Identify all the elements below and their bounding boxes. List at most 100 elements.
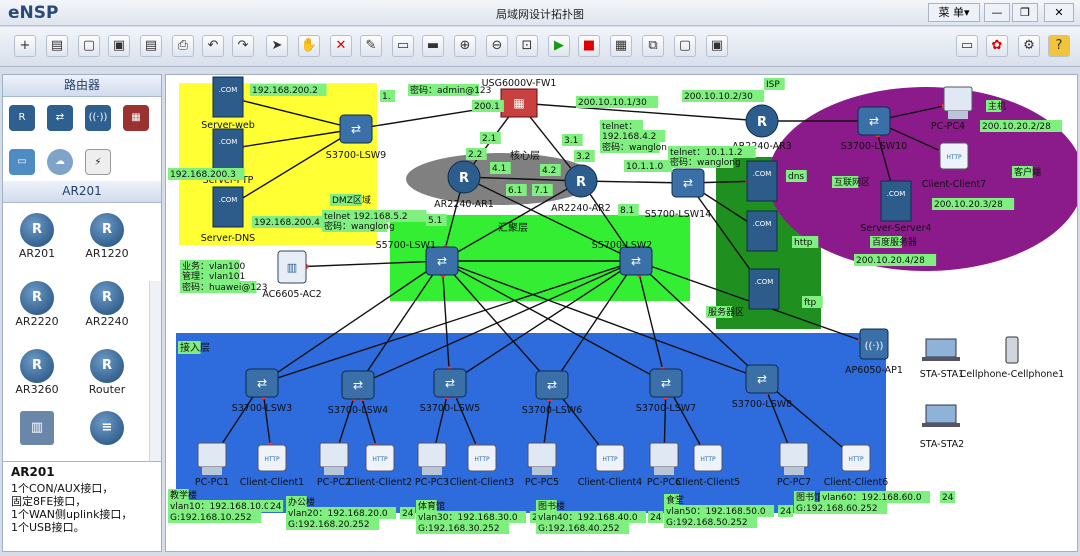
- firewall-category-icon[interactable]: ▦: [123, 105, 149, 131]
- pc-pc1-icon[interactable]: PC-PC1: [195, 442, 229, 488]
- text-icon[interactable]: ▭: [392, 35, 414, 57]
- switch-lsw8-icon[interactable]: ⇄S3700-LSW8: [732, 364, 792, 410]
- link[interactable]: [227, 96, 357, 130]
- link[interactable]: [635, 260, 763, 380]
- cloud-category-icon[interactable]: ☁: [47, 149, 73, 175]
- pc-pc5-icon[interactable]: PC-PC5: [525, 442, 559, 488]
- help-icon[interactable]: ?: [1048, 35, 1070, 57]
- switch-lsw6-icon[interactable]: ⇄S3700-LSW6: [522, 370, 582, 416]
- new-topology-icon[interactable]: +: [14, 35, 36, 57]
- screenshot-icon[interactable]: ▣: [706, 35, 728, 57]
- access-point-icon[interactable]: ((·))AP6050-AP1: [845, 328, 903, 376]
- link[interactable]: [761, 378, 857, 460]
- link[interactable]: [441, 260, 451, 384]
- terminal-category-icon[interactable]: ▭: [9, 149, 35, 175]
- redo-icon[interactable]: ↷: [232, 35, 254, 57]
- link[interactable]: [291, 260, 443, 268]
- menu-button[interactable]: 菜 单▾: [928, 3, 980, 22]
- chat-icon[interactable]: ▭: [956, 35, 978, 57]
- start-device-icon[interactable]: ▶: [548, 35, 570, 57]
- select-icon[interactable]: ➤: [266, 35, 288, 57]
- pan-hand-icon[interactable]: ✋: [298, 35, 320, 57]
- link[interactable]: [441, 260, 667, 384]
- link[interactable]: [441, 260, 763, 380]
- link[interactable]: [518, 102, 763, 122]
- new-example-icon[interactable]: ▤: [46, 35, 68, 57]
- link[interactable]: [463, 176, 637, 262]
- settings-gear-icon[interactable]: ⚙: [1018, 35, 1040, 57]
- firewall-fw1-icon[interactable]: ▦USG6000V-FW1: [482, 78, 557, 118]
- grid-icon[interactable]: ▢: [674, 35, 696, 57]
- pc-pc3-icon[interactable]: PC-PC3: [415, 442, 449, 488]
- pc-pc7-icon[interactable]: PC-PC7: [777, 442, 811, 488]
- link[interactable]: [463, 176, 582, 182]
- switch-category-icon[interactable]: ⇄: [47, 105, 73, 131]
- close-button[interactable]: ✕: [1044, 3, 1074, 22]
- print-icon[interactable]: ⎙: [172, 35, 194, 57]
- router-category-icon[interactable]: R: [9, 105, 35, 131]
- switch-lsw14-icon[interactable]: ⇄S5700-LSW14: [645, 168, 711, 220]
- link[interactable]: [580, 180, 689, 184]
- huawei-icon[interactable]: ✿: [986, 35, 1008, 57]
- link[interactable]: [357, 260, 637, 386]
- delete-link-icon[interactable]: ✎: [360, 35, 382, 57]
- capture-icon[interactable]: ▦: [610, 35, 632, 57]
- laptop-sta1-icon[interactable]: STA-STA1: [920, 338, 964, 380]
- link[interactable]: [449, 260, 637, 384]
- save-as-icon[interactable]: ▤: [140, 35, 162, 57]
- stop-device-icon[interactable]: ■: [578, 35, 600, 57]
- link[interactable]: [357, 260, 443, 386]
- link[interactable]: [227, 128, 357, 208]
- server-server6-icon[interactable]: .COM: [746, 210, 778, 252]
- server-server8-icon[interactable]: .COM: [748, 268, 780, 310]
- switch-lsw1-icon[interactable]: ⇄S5700-LSW1: [376, 240, 459, 276]
- zoom-in-icon[interactable]: ⊕: [454, 35, 476, 57]
- link[interactable]: [441, 180, 582, 262]
- link[interactable]: [635, 260, 667, 384]
- laptop-sta2-icon[interactable]: STA-STA2: [920, 404, 964, 450]
- open-icon[interactable]: ▢: [78, 35, 100, 57]
- switch-lsw5-icon[interactable]: ⇄S3700-LSW5: [420, 368, 480, 414]
- link[interactable]: [227, 128, 357, 150]
- pc-pc2-icon[interactable]: PC-PC2: [317, 442, 351, 488]
- undo-icon[interactable]: ↶: [202, 35, 224, 57]
- link[interactable]: [261, 260, 443, 384]
- link[interactable]: [551, 260, 637, 386]
- link[interactable]: [261, 260, 637, 384]
- minimize-button[interactable]: —: [984, 3, 1010, 22]
- wireless-category-icon[interactable]: ((·)): [85, 105, 111, 131]
- rectangle-icon[interactable]: ▬: [422, 35, 444, 57]
- topology-icon[interactable]: ⧉: [642, 35, 664, 57]
- switch-lsw9-icon[interactable]: ⇄S3700-LSW9: [326, 114, 386, 161]
- device-ne-router[interactable]: ▥: [7, 411, 67, 445]
- server-server7-icon[interactable]: .COM: [746, 160, 778, 202]
- cellphone-icon[interactable]: Cellphone-Cellphone1: [960, 336, 1064, 380]
- switch-lsw7-icon[interactable]: ⇄S3700-LSW7: [636, 368, 696, 414]
- device-ce-router[interactable]: ≡: [77, 411, 137, 445]
- switch-lsw4-icon[interactable]: ⇄S3700-LSW4: [328, 370, 388, 416]
- fit-view-icon[interactable]: ⊡: [516, 35, 538, 57]
- pc-pc4-icon[interactable]: PC-PC4: [931, 86, 973, 132]
- maximize-button[interactable]: ❐: [1012, 3, 1038, 22]
